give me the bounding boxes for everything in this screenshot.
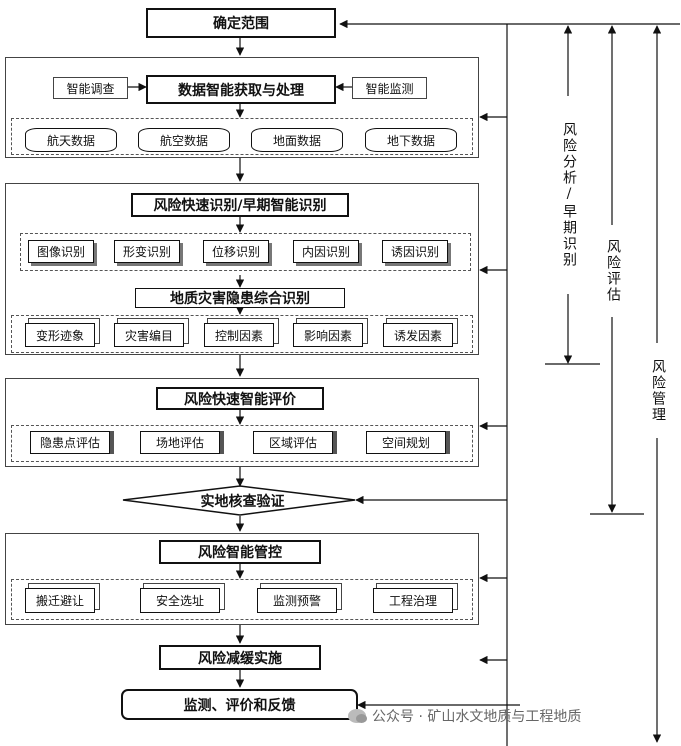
define-scope-box: 确定范围 (146, 8, 336, 38)
watermark-text: 公众号 · 矿山水文地质与工程地质 (372, 709, 582, 725)
feedback-box: 监测、评价和反馈 (121, 689, 358, 720)
identification-method-item: 图像识别 (28, 240, 94, 263)
smart-monitoring-box: 智能监测 (352, 77, 427, 99)
control-measure-item: 搬迁避让 (25, 588, 95, 613)
identification-method-item: 内因识别 (293, 240, 359, 263)
control-measure-item: 工程治理 (373, 588, 453, 613)
risk-analysis-label: 风险分析/早期识别 (557, 96, 579, 294)
identification-method-item: 形变识别 (114, 240, 180, 263)
hazard-factor-item: 影响因素 (293, 323, 363, 347)
hazard-factor-item: 灾害编目 (114, 323, 184, 347)
watermark: 公众号 · 矿山水文地质与工程地质 (348, 706, 581, 726)
evaluation-scope-item: 隐患点评估 (30, 431, 110, 454)
data-source-item: 航空数据 (138, 128, 230, 152)
hazard-factor-item: 变形迹象 (25, 323, 95, 347)
hazard-factors-group (11, 315, 473, 353)
comprehensive-identification-title: 地质灾害隐患综合识别 (135, 288, 345, 308)
data-acquisition-panel (5, 57, 479, 158)
risk-control-panel (5, 533, 479, 625)
identification-methods-group (20, 233, 471, 271)
hazard-factor-item: 控制因素 (204, 323, 274, 347)
risk-identification-title: 风险快速识别/早期智能识别 (131, 193, 349, 217)
identification-method-item: 诱因识别 (382, 240, 448, 263)
smart-survey-box: 智能调查 (53, 77, 128, 99)
control-measures-group (11, 579, 473, 620)
risk-evaluation-title: 风险快速智能评价 (156, 387, 324, 410)
data-source-item: 地下数据 (365, 128, 457, 152)
identification-method-item: 位移识别 (203, 240, 269, 263)
data-acquisition-title: 数据智能获取与处理 (146, 75, 336, 104)
evaluation-scope-item: 区域评估 (253, 431, 333, 454)
wechat-icon (348, 709, 367, 723)
risk-assessment-label: 风险评估 (601, 225, 623, 317)
verification-diamond (122, 485, 356, 516)
evaluation-scope-item: 场地评估 (140, 431, 220, 454)
data-source-item: 航天数据 (25, 128, 117, 152)
control-measure-item: 监测预警 (257, 588, 337, 613)
control-measure-item: 安全选址 (140, 588, 220, 613)
risk-evaluation-panel (5, 378, 479, 467)
data-source-group (11, 118, 473, 155)
hazard-factor-item: 诱发因素 (383, 323, 453, 347)
data-source-item: 地面数据 (251, 128, 343, 152)
risk-management-label: 风险管理 (646, 343, 668, 438)
field-verification-label: 实地核查验证 (200, 494, 285, 510)
risk-identification-panel (5, 183, 479, 355)
risk-control-title: 风险智能管控 (159, 540, 321, 564)
evaluation-scope-group (11, 425, 473, 462)
evaluation-scope-item: 空间规划 (366, 431, 446, 454)
risk-mitigation-box: 风险减缓实施 (159, 645, 321, 670)
